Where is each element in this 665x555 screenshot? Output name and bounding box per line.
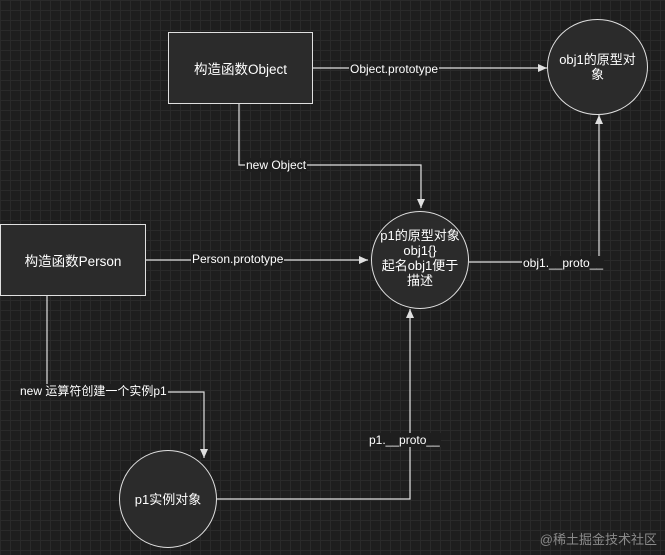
p1-proto-label: p1.__proto__ — [368, 433, 441, 447]
object-constructor-label: 构造函数Object — [193, 62, 288, 77]
edge-p1-proto — [217, 309, 414, 500]
edge-new-p1 — [46, 296, 208, 458]
p1-prototype-label-line3: 起名obj1便于 — [381, 258, 459, 273]
edge-obj1-proto — [469, 115, 603, 263]
obj1-proto-label: obj1.__proto__ — [522, 256, 605, 270]
p1-prototype-label-line2: obj1{} — [403, 243, 437, 258]
edge-new-object — [238, 104, 425, 208]
p1-instance-label: p1实例对象 — [134, 491, 202, 507]
person-prototype-label: Person.prototype — [191, 252, 285, 266]
object-prototype-label: Object.prototype — [349, 62, 440, 76]
p1-instance-node: p1实例对象 — [119, 450, 217, 548]
watermark: @稀土掘金技术社区 — [539, 532, 657, 547]
p1-prototype-node: p1的原型对象 obj1{} 起名obj1便于 描述 — [371, 211, 469, 309]
new-p1-label: new 运算符创建一个实例p1 — [19, 384, 168, 398]
obj1-prototype-label-line1: obj1的原型对 — [559, 52, 636, 67]
obj1-prototype-label-line2: 象 — [590, 67, 604, 82]
new-object-label: new Object — [245, 158, 308, 172]
person-constructor-label: 构造函数Person — [24, 254, 122, 269]
object-constructor-node: 构造函数Object — [168, 32, 313, 104]
person-constructor-node: 构造函数Person — [0, 224, 146, 296]
p1-prototype-label-line1: p1的原型对象 — [380, 228, 460, 243]
obj1-prototype-node: obj1的原型对 象 — [547, 19, 648, 115]
p1-prototype-label-line4: 描述 — [406, 273, 433, 288]
